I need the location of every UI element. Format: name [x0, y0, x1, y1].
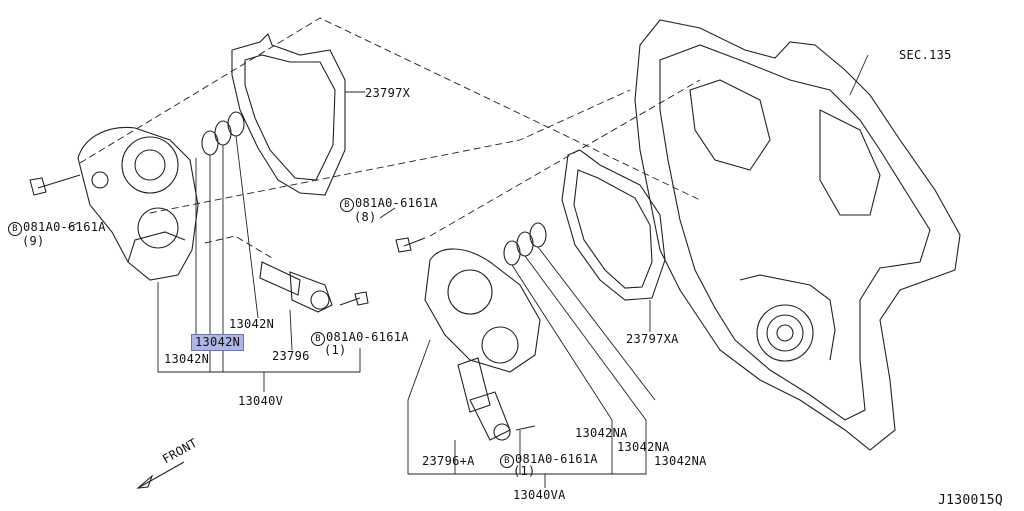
label-solenoid-left: 23796 [272, 349, 310, 363]
label-oring-na-2: 13042NA [617, 440, 670, 454]
label-bolt-left-qty: (9) [22, 234, 45, 248]
upper-gasket [231, 33, 346, 196]
o-rings-right [503, 222, 547, 266]
label-oring-c: 13042N [164, 352, 210, 366]
diagram-id: J130015Q [938, 493, 1004, 508]
bolt-marker-icon: B [8, 222, 22, 236]
label-oring-na-3: 13042NA [654, 454, 707, 468]
solenoid-right [457, 357, 536, 441]
bolt-marker-icon: B [340, 198, 354, 212]
front-arrow-icon [136, 461, 185, 489]
timing-case [634, 19, 961, 451]
right-timing-cover [424, 248, 541, 373]
left-timing-cover [77, 126, 199, 281]
bolt-bottom-code: 081A0-6161A [515, 452, 598, 466]
label-oring-selected[interactable]: 13042N [191, 334, 245, 351]
bolt-marker-icon: B [500, 454, 514, 468]
label-oring-a: 13042N [229, 317, 275, 331]
label-solenoid-right: 23796+A [422, 454, 475, 468]
bolt-marker-icon: B [311, 332, 325, 346]
bolt-left-code: 081A0-6161A [23, 220, 106, 234]
label-bolt-mid-qty: (8) [354, 210, 377, 224]
label-assy-right: 13040VA [513, 488, 566, 502]
bolt-mid-code: 081A0-6161A [355, 196, 438, 210]
label-oring-na-1: 13042NA [575, 426, 628, 440]
label-gasket-upper: 23797X [365, 86, 411, 100]
mid-bolt [395, 237, 426, 253]
bolt-solenoid-code: 081A0-6161A [326, 330, 409, 344]
lower-gasket [561, 149, 666, 301]
left-bolt [29, 174, 81, 196]
label-assy-left: 13040V [238, 394, 284, 408]
solenoid-left [259, 261, 369, 313]
label-sec-135: SEC.135 [899, 48, 952, 62]
label-bolt-solenoid-qty: (1) [324, 343, 347, 357]
label-gasket-lower: 23797XA [626, 332, 679, 346]
label-bolt-bottom-qty: (1) [513, 464, 536, 478]
